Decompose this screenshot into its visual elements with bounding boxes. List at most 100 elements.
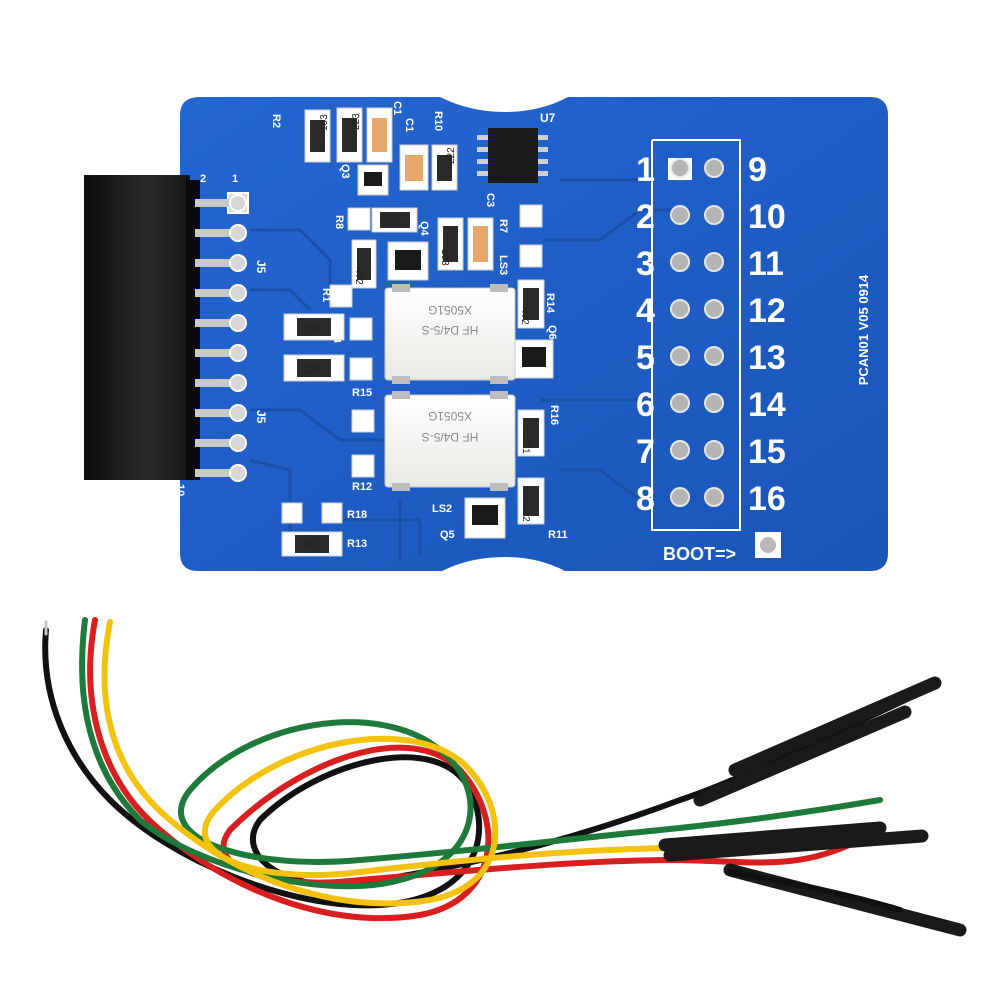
label-r8: R8 — [333, 215, 345, 229]
connector-pad — [229, 194, 247, 212]
header-pin — [670, 299, 690, 319]
label-pin-1: 1 — [232, 173, 238, 185]
chip-r472-d: 472 — [520, 505, 531, 522]
connector-pad — [229, 284, 247, 302]
label-pin-10: 10 — [174, 484, 186, 496]
header-label-left: 6 — [636, 386, 655, 424]
chip-r103: 103 — [319, 114, 330, 131]
relay-top-model: HF D4/5-S — [422, 323, 479, 337]
header-pin — [670, 205, 690, 225]
header-label-right: 15 — [748, 433, 786, 471]
connector-pad — [229, 404, 247, 422]
connector-pad — [229, 464, 247, 482]
connector-pad — [229, 344, 247, 362]
label-r16: R16 — [548, 405, 560, 425]
header-label-left: 5 — [636, 339, 655, 377]
label-r15: R15 — [352, 387, 372, 399]
connector-pin — [195, 379, 237, 387]
connector-pin — [195, 289, 237, 297]
connector-pin — [195, 259, 237, 267]
header-label-right: 10 — [748, 198, 786, 236]
header-label-left: 4 — [636, 292, 655, 330]
header-label-left: 1 — [636, 151, 655, 189]
label-q5: Q5 — [440, 529, 455, 541]
label-q3: Q3 — [339, 164, 351, 179]
header-pin — [670, 393, 690, 413]
chip-r220-a: 220 — [304, 324, 321, 335]
header-pin — [670, 252, 690, 272]
header-pin — [704, 346, 724, 366]
heatshrink-ends — [658, 676, 967, 937]
relay-bottom-code: X5051G — [428, 409, 472, 423]
header-label-right: 9 — [748, 151, 767, 189]
chip-r472-b: 472 — [353, 268, 364, 285]
label-j5: J5 — [254, 260, 268, 274]
label-c1-b: C1 — [403, 118, 415, 132]
mid-small-parts: 472 472 103 — [329, 204, 543, 308]
idc-connector — [84, 175, 200, 480]
relay-side-parts: 472 121 472 — [464, 279, 554, 539]
header-pin — [670, 440, 690, 460]
label-r18: R18 — [347, 509, 367, 521]
header-labels-left: 1 2 3 4 5 6 7 8 — [636, 151, 655, 518]
header-pin — [670, 346, 690, 366]
label-r13: R13 — [347, 538, 367, 550]
header-pin — [704, 299, 724, 319]
label-j5-b: J5 — [254, 410, 268, 424]
header-pin — [670, 158, 690, 178]
chip-r472-a: 472 — [384, 216, 401, 227]
connector-pad — [229, 374, 247, 392]
wire-green — [79, 617, 883, 890]
header-pin — [670, 487, 690, 507]
cable-assembly — [42, 617, 967, 937]
label-ls3: LS3 — [497, 255, 509, 275]
header-label-left: 2 — [636, 198, 655, 236]
chip-r222: 222 — [446, 147, 457, 164]
wire-yellow — [101, 619, 853, 907]
label-r1: R1 — [320, 288, 332, 302]
header-pin — [704, 158, 724, 178]
connector-pin — [195, 409, 237, 417]
label-c3: C3 — [484, 193, 496, 207]
chip-r121: 121 — [520, 437, 531, 454]
connector-pin — [195, 229, 237, 237]
relay-bottom-model: HF D4/5-S — [422, 430, 479, 444]
header-label-right: 14 — [748, 386, 786, 424]
header-label-right: 16 — [748, 480, 786, 518]
label-r4: R4 — [331, 330, 342, 343]
label-r7: R7 — [497, 219, 509, 233]
header-label-left: 7 — [636, 433, 655, 471]
header-pin — [704, 252, 724, 272]
chip-r220-b: 220 — [304, 365, 321, 376]
header-label-right: 12 — [748, 292, 786, 330]
header-pin — [704, 205, 724, 225]
header-label-left: 3 — [636, 245, 655, 283]
connector-pad — [229, 434, 247, 452]
connector-pin — [195, 319, 237, 327]
chip-r472-c: 472 — [519, 308, 530, 325]
chip-r103-b: 103 — [439, 249, 450, 266]
label-r10: R10 — [432, 111, 444, 131]
relay-ls3: X5051G HF D4/5-S — [384, 284, 516, 384]
connector-pad — [229, 224, 247, 242]
connector-pins — [195, 194, 247, 482]
chip-r201: 201 — [302, 540, 319, 551]
label-r12: R12 — [352, 481, 372, 493]
connector-pin — [195, 349, 237, 357]
header-label-right: 11 — [748, 245, 784, 283]
relay-top-code: X5051G — [428, 303, 472, 317]
label-q4: Q4 — [418, 221, 430, 237]
boot-label: BOOT=> — [663, 544, 736, 564]
header-label-left: 8 — [636, 480, 655, 518]
connector-pad — [229, 314, 247, 332]
chip-r223: 223 — [351, 113, 362, 130]
label-r2: R2 — [270, 114, 282, 128]
connector-pad — [229, 254, 247, 272]
transistor-q3 — [357, 164, 389, 196]
header-pin — [704, 440, 724, 460]
connector-pin — [195, 469, 237, 477]
label-r11: R11 — [548, 529, 568, 541]
label-u7: U7 — [540, 111, 556, 125]
